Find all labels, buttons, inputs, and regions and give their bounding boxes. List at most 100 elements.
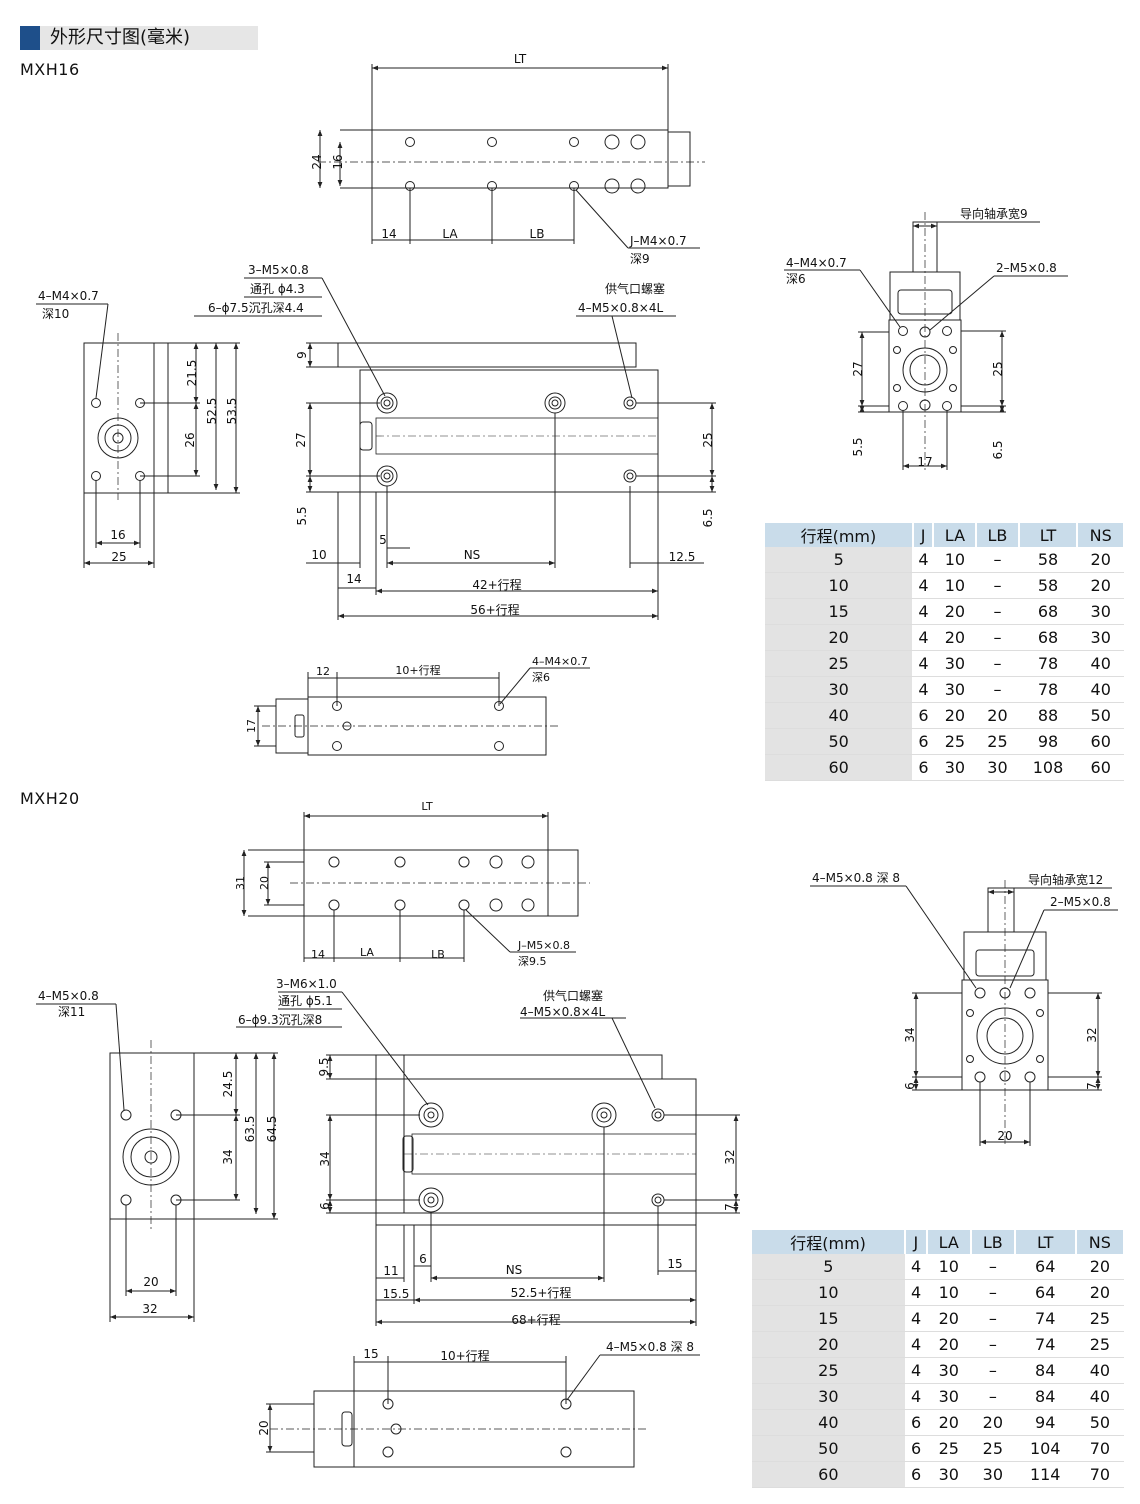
- dim-6-5: 6.5: [701, 508, 715, 527]
- table-cell: 4: [905, 1331, 927, 1358]
- dim-6-5: 6.5: [991, 440, 1005, 459]
- dim-12: 12: [316, 665, 330, 678]
- callout-thread: 4–M4×0.7: [38, 289, 99, 303]
- dim-24: 24: [310, 154, 324, 169]
- table-cell: 64: [1014, 1279, 1076, 1306]
- table-cell: 30: [926, 1461, 971, 1488]
- hole-icon: [376, 392, 637, 487]
- table-cell: 20: [933, 624, 977, 651]
- model-label-mxh20: MXH20: [20, 789, 80, 808]
- callout-depth: 深11: [58, 1005, 85, 1019]
- dim-10-stroke: 10+行程: [440, 1348, 489, 1363]
- table-cell: 88: [1018, 702, 1078, 729]
- table-cell: 4: [912, 598, 934, 625]
- section-title: 外形尺寸图(毫米): [50, 27, 191, 48]
- dim-6: 6: [419, 1252, 427, 1266]
- table-cell: 25: [933, 728, 977, 755]
- dim-17: 17: [245, 719, 258, 733]
- dim-34: 34: [903, 1027, 917, 1042]
- callout-air-port: 供气口螺塞: [543, 988, 603, 1003]
- table-cell: 6: [905, 1461, 927, 1488]
- callout-j-thread: J–M4×0.7: [629, 234, 687, 248]
- table-cell: –: [970, 1383, 1015, 1410]
- table-cell: 6: [905, 1435, 927, 1462]
- callout-port-thread: 4–M5×0.8×4L: [520, 1005, 605, 1019]
- table-cell: 4: [905, 1305, 927, 1332]
- table-cell: 50: [1077, 702, 1124, 729]
- table-cell: 70: [1075, 1461, 1124, 1488]
- table-cell: 78: [1018, 676, 1078, 703]
- callout-thread: 3–M6×1.0: [276, 977, 337, 991]
- callout-through-hole: 通孔 ϕ4.3: [250, 282, 305, 296]
- stroke-cell: 60: [752, 1461, 906, 1488]
- callout-guide-bearing: 导向轴承宽9: [960, 206, 1028, 221]
- table-cell: 20: [970, 1409, 1015, 1436]
- table-cell: –: [976, 650, 1019, 677]
- dim-34: 34: [318, 1151, 332, 1166]
- callout-thread: 4–M5×0.8 深 8: [812, 871, 900, 885]
- dim-21-5: 21.5: [185, 360, 199, 387]
- table-cell: –: [976, 676, 1019, 703]
- dim-24-5: 24.5: [221, 1071, 235, 1098]
- table-cell: 20: [926, 1331, 971, 1358]
- table-cell: 74: [1014, 1305, 1076, 1332]
- table-cell: –: [976, 572, 1019, 599]
- dim-63-5: 63.5: [243, 1116, 257, 1143]
- table-cell: 74: [1014, 1331, 1076, 1358]
- table-cell: 4: [905, 1254, 927, 1280]
- dim-68-stroke: 68+行程: [511, 1312, 560, 1327]
- column-header: NS: [1075, 1230, 1126, 1254]
- table-cell: 4: [912, 624, 934, 651]
- hole-icon: [418, 1102, 665, 1213]
- callout-depth: 深9: [630, 252, 650, 266]
- dim-15: 15: [363, 1347, 378, 1361]
- dim-5: 5: [379, 533, 387, 547]
- dim-25: 25: [991, 361, 1005, 376]
- hole-icon: [966, 987, 1044, 1083]
- table-cell: 6: [905, 1409, 927, 1436]
- table-cell: 30: [1077, 598, 1124, 625]
- mxh16-left-view: [36, 303, 240, 568]
- dim-20: 20: [997, 1129, 1012, 1143]
- header-square-icon: [20, 26, 40, 50]
- table-cell: 20: [933, 598, 977, 625]
- stroke-cell: 30: [752, 1383, 906, 1410]
- dim-32: 32: [142, 1302, 157, 1316]
- mxh20-bottom-view: [266, 1354, 700, 1468]
- callout-thread: 3–M5×0.8: [248, 263, 309, 277]
- mxh16-bottom-view: [254, 667, 590, 756]
- callout-port-thread: 4–M5×0.8×4L: [578, 301, 663, 315]
- table-cell: 10: [926, 1279, 971, 1306]
- table-cell: 30: [1077, 624, 1124, 651]
- hole-icon: [893, 326, 957, 411]
- stroke-cell: 10: [765, 572, 914, 599]
- table-cell: 30: [926, 1357, 971, 1384]
- mxh16-right-view: [784, 212, 1068, 470]
- callout-depth: 深6: [786, 272, 806, 286]
- dim-53-5: 53.5: [225, 398, 239, 425]
- callout-counterbore: 6–ϕ9.3沉孔深8: [238, 1013, 322, 1027]
- dim-26: 26: [183, 432, 197, 447]
- dim-16: 16: [331, 154, 345, 169]
- table-cell: 58: [1018, 547, 1078, 573]
- dim-15-5: 15.5: [383, 1287, 410, 1301]
- table-cell: 68: [1018, 598, 1078, 625]
- dim-ns: NS: [506, 1263, 523, 1277]
- column-header: LA: [933, 523, 978, 547]
- table-cell: 6: [912, 754, 934, 781]
- table-cell: 10: [933, 547, 977, 573]
- table-cell: 84: [1014, 1357, 1076, 1384]
- table-cell: 50: [1075, 1409, 1124, 1436]
- dim-9-5: 9.5: [317, 1057, 331, 1076]
- mxh16-top-view: [317, 64, 705, 249]
- table-cell: –: [970, 1254, 1015, 1280]
